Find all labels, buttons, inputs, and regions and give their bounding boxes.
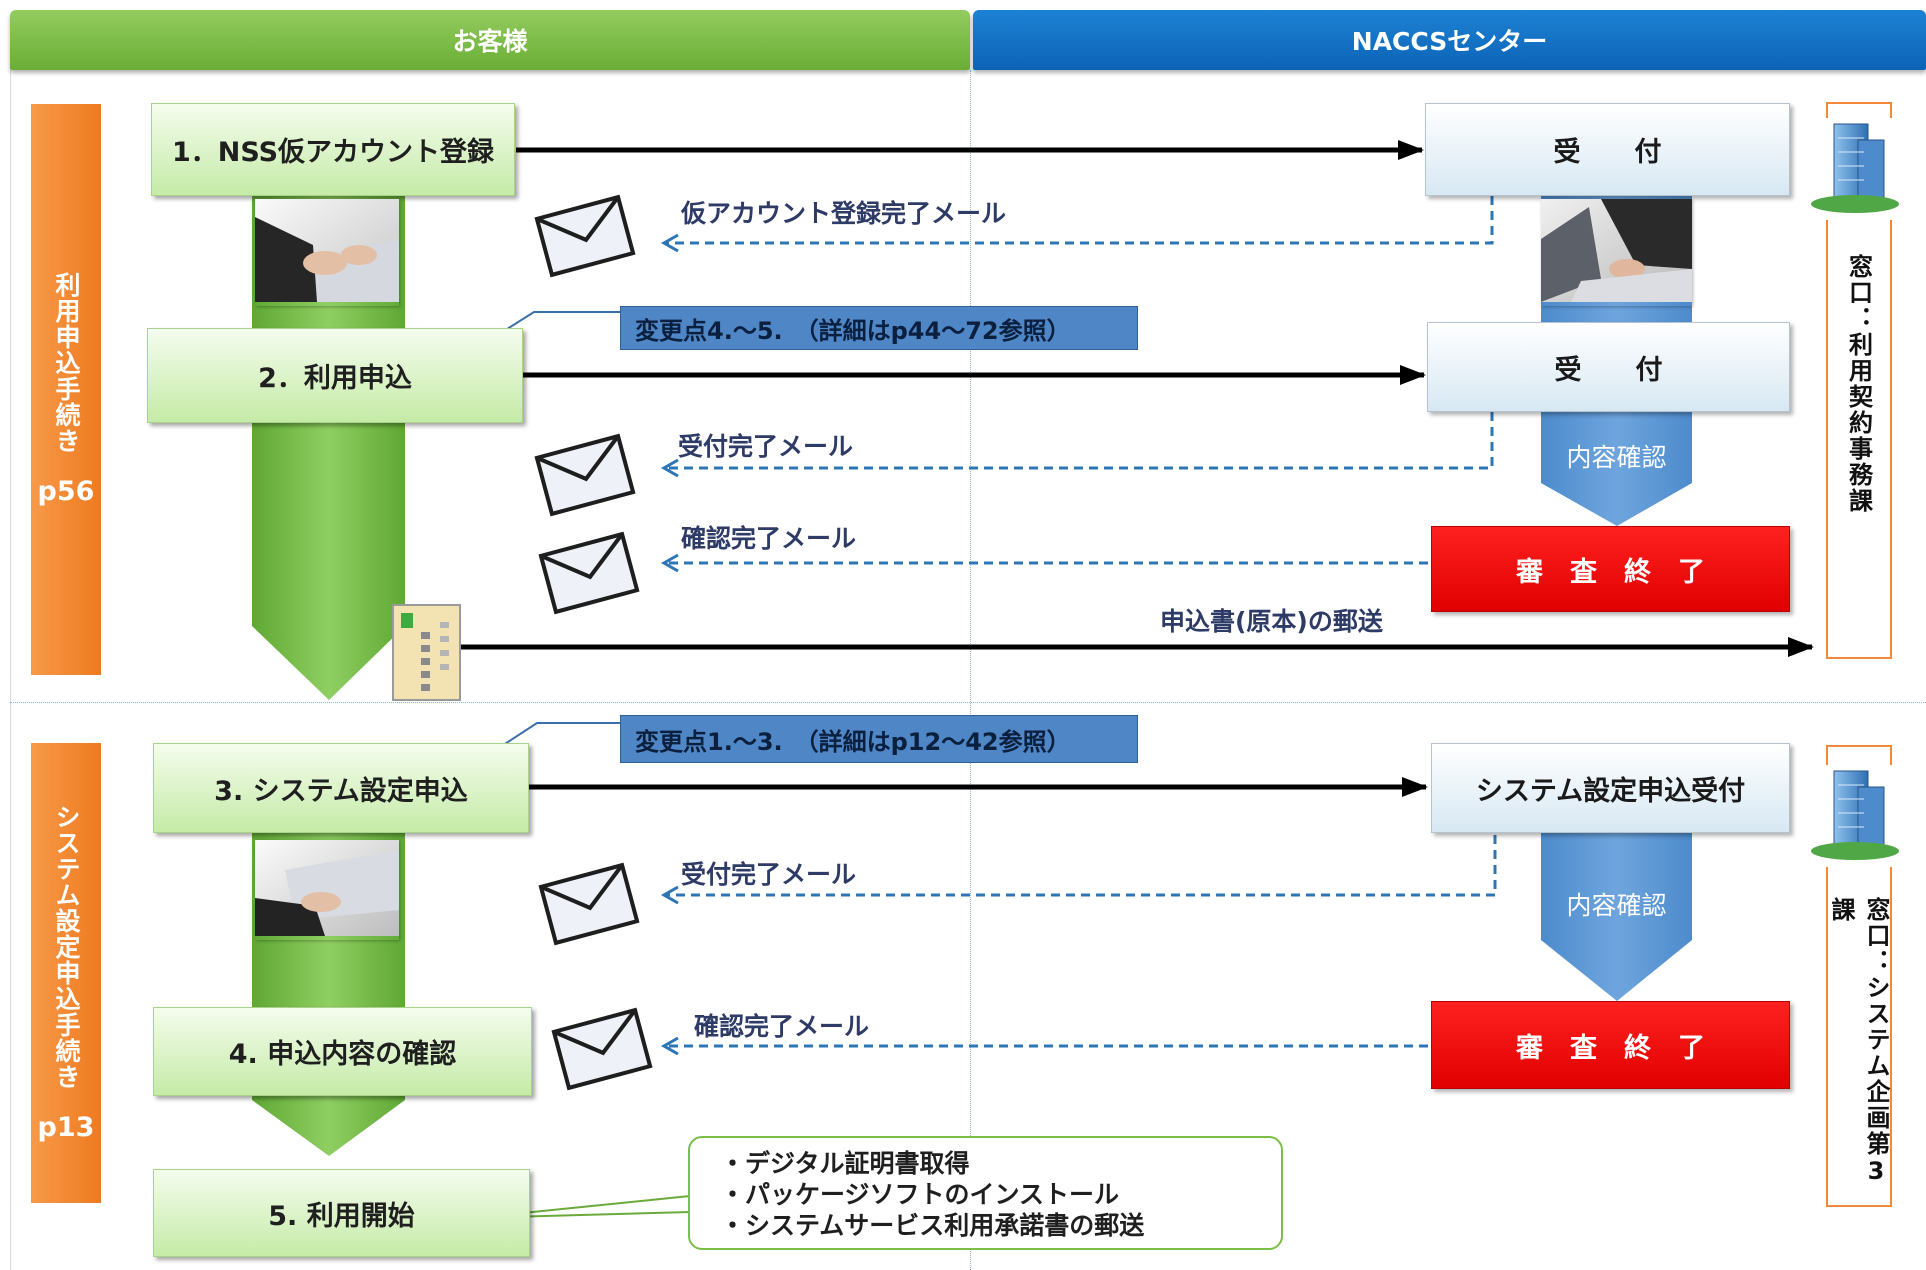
keyboard-typing-photo (1541, 199, 1692, 306)
mail-return-arrow (664, 196, 1494, 243)
mail-label: 確認完了メール (694, 1012, 870, 1041)
mail-label: 受付完了メール (681, 860, 857, 889)
envelope-icon (534, 194, 636, 278)
keyboard-typing-photo (255, 840, 399, 940)
envelope-icon (538, 531, 640, 615)
start-tasks-box: ・デジタル証明書取得 ・パッケージソフトのインストール ・システムサービス利用承… (688, 1136, 1283, 1250)
system-setup-reception-box: システム設定申込受付 (1431, 743, 1790, 833)
envelope-icon (538, 862, 640, 946)
change-note: 変更点1.～3. （詳細はp12～42参照） (620, 715, 1138, 763)
customer-flow-arrow (252, 194, 405, 700)
mail-return-arrow (664, 412, 1494, 468)
reception-box: 受 付 (1425, 103, 1790, 196)
left-border (10, 70, 11, 1270)
reception-box: 受 付 (1427, 322, 1790, 412)
review-complete-box: 審 査 終 了 (1431, 526, 1790, 612)
office-building-icon (1806, 765, 1904, 867)
content-check-label: 内容確認 (1566, 891, 1667, 920)
step-system-setup-application: 3. システム設定申込 (153, 743, 529, 833)
mail-return-arrow (664, 835, 1497, 895)
phase-label: 利用申込手続き (52, 272, 81, 454)
office-building-icon (1806, 118, 1904, 220)
phase-application: 利用申込手続き p56 (31, 104, 101, 675)
keyboard-typing-photo (255, 199, 399, 306)
phase-system-setup: システム設定申込手続き p13 (31, 743, 101, 1203)
mail-label: 確認完了メール (681, 524, 857, 553)
phase-page-ref: p56 (37, 476, 95, 507)
start-task-item: ・パッケージソフトのインストール (720, 1180, 1120, 1209)
postal-label: 申込書(原本)の郵送 (1160, 607, 1383, 636)
change-note: 変更点4.～5. （詳細はp44～72参照） (620, 306, 1138, 350)
start-task-item: ・デジタル証明書取得 (720, 1149, 970, 1178)
review-complete-box: 審 査 終 了 (1431, 1001, 1790, 1089)
mail-label: 仮アカウント登録完了メール (681, 199, 1007, 228)
content-check-label: 内容確認 (1566, 443, 1667, 472)
envelope-icon (534, 433, 636, 517)
content-check-arrow (1541, 831, 1692, 1001)
phase-label: システム設定申込手続き (52, 803, 81, 1090)
phase-page-ref: p13 (37, 1111, 95, 1143)
step-usage-application: 2．利用申込 (147, 328, 523, 423)
step-confirm-application: 4. 申込内容の確認 (153, 1007, 532, 1096)
step-nss-temp-account: 1．NSS仮アカウント登録 (151, 103, 515, 196)
mail-label: 受付完了メール (678, 432, 854, 461)
phase-divider (10, 702, 1926, 703)
customer-header: お客様 (10, 10, 970, 70)
naccs-center-header: NACCSセンター (973, 10, 1926, 70)
column-divider (970, 70, 971, 1270)
contact-desk-label: 窓口：システム企画第3課 (1827, 897, 1890, 1187)
envelope-icon (551, 1007, 653, 1091)
document-icon (392, 604, 461, 701)
contact-desk-label: 窓口：利用契約事務課 (1844, 254, 1873, 514)
start-task-item: ・システムサービス利用承諾書の郵送 (720, 1211, 1145, 1240)
content-check-arrow (1541, 410, 1692, 526)
step-start-usage: 5. 利用開始 (153, 1169, 530, 1257)
